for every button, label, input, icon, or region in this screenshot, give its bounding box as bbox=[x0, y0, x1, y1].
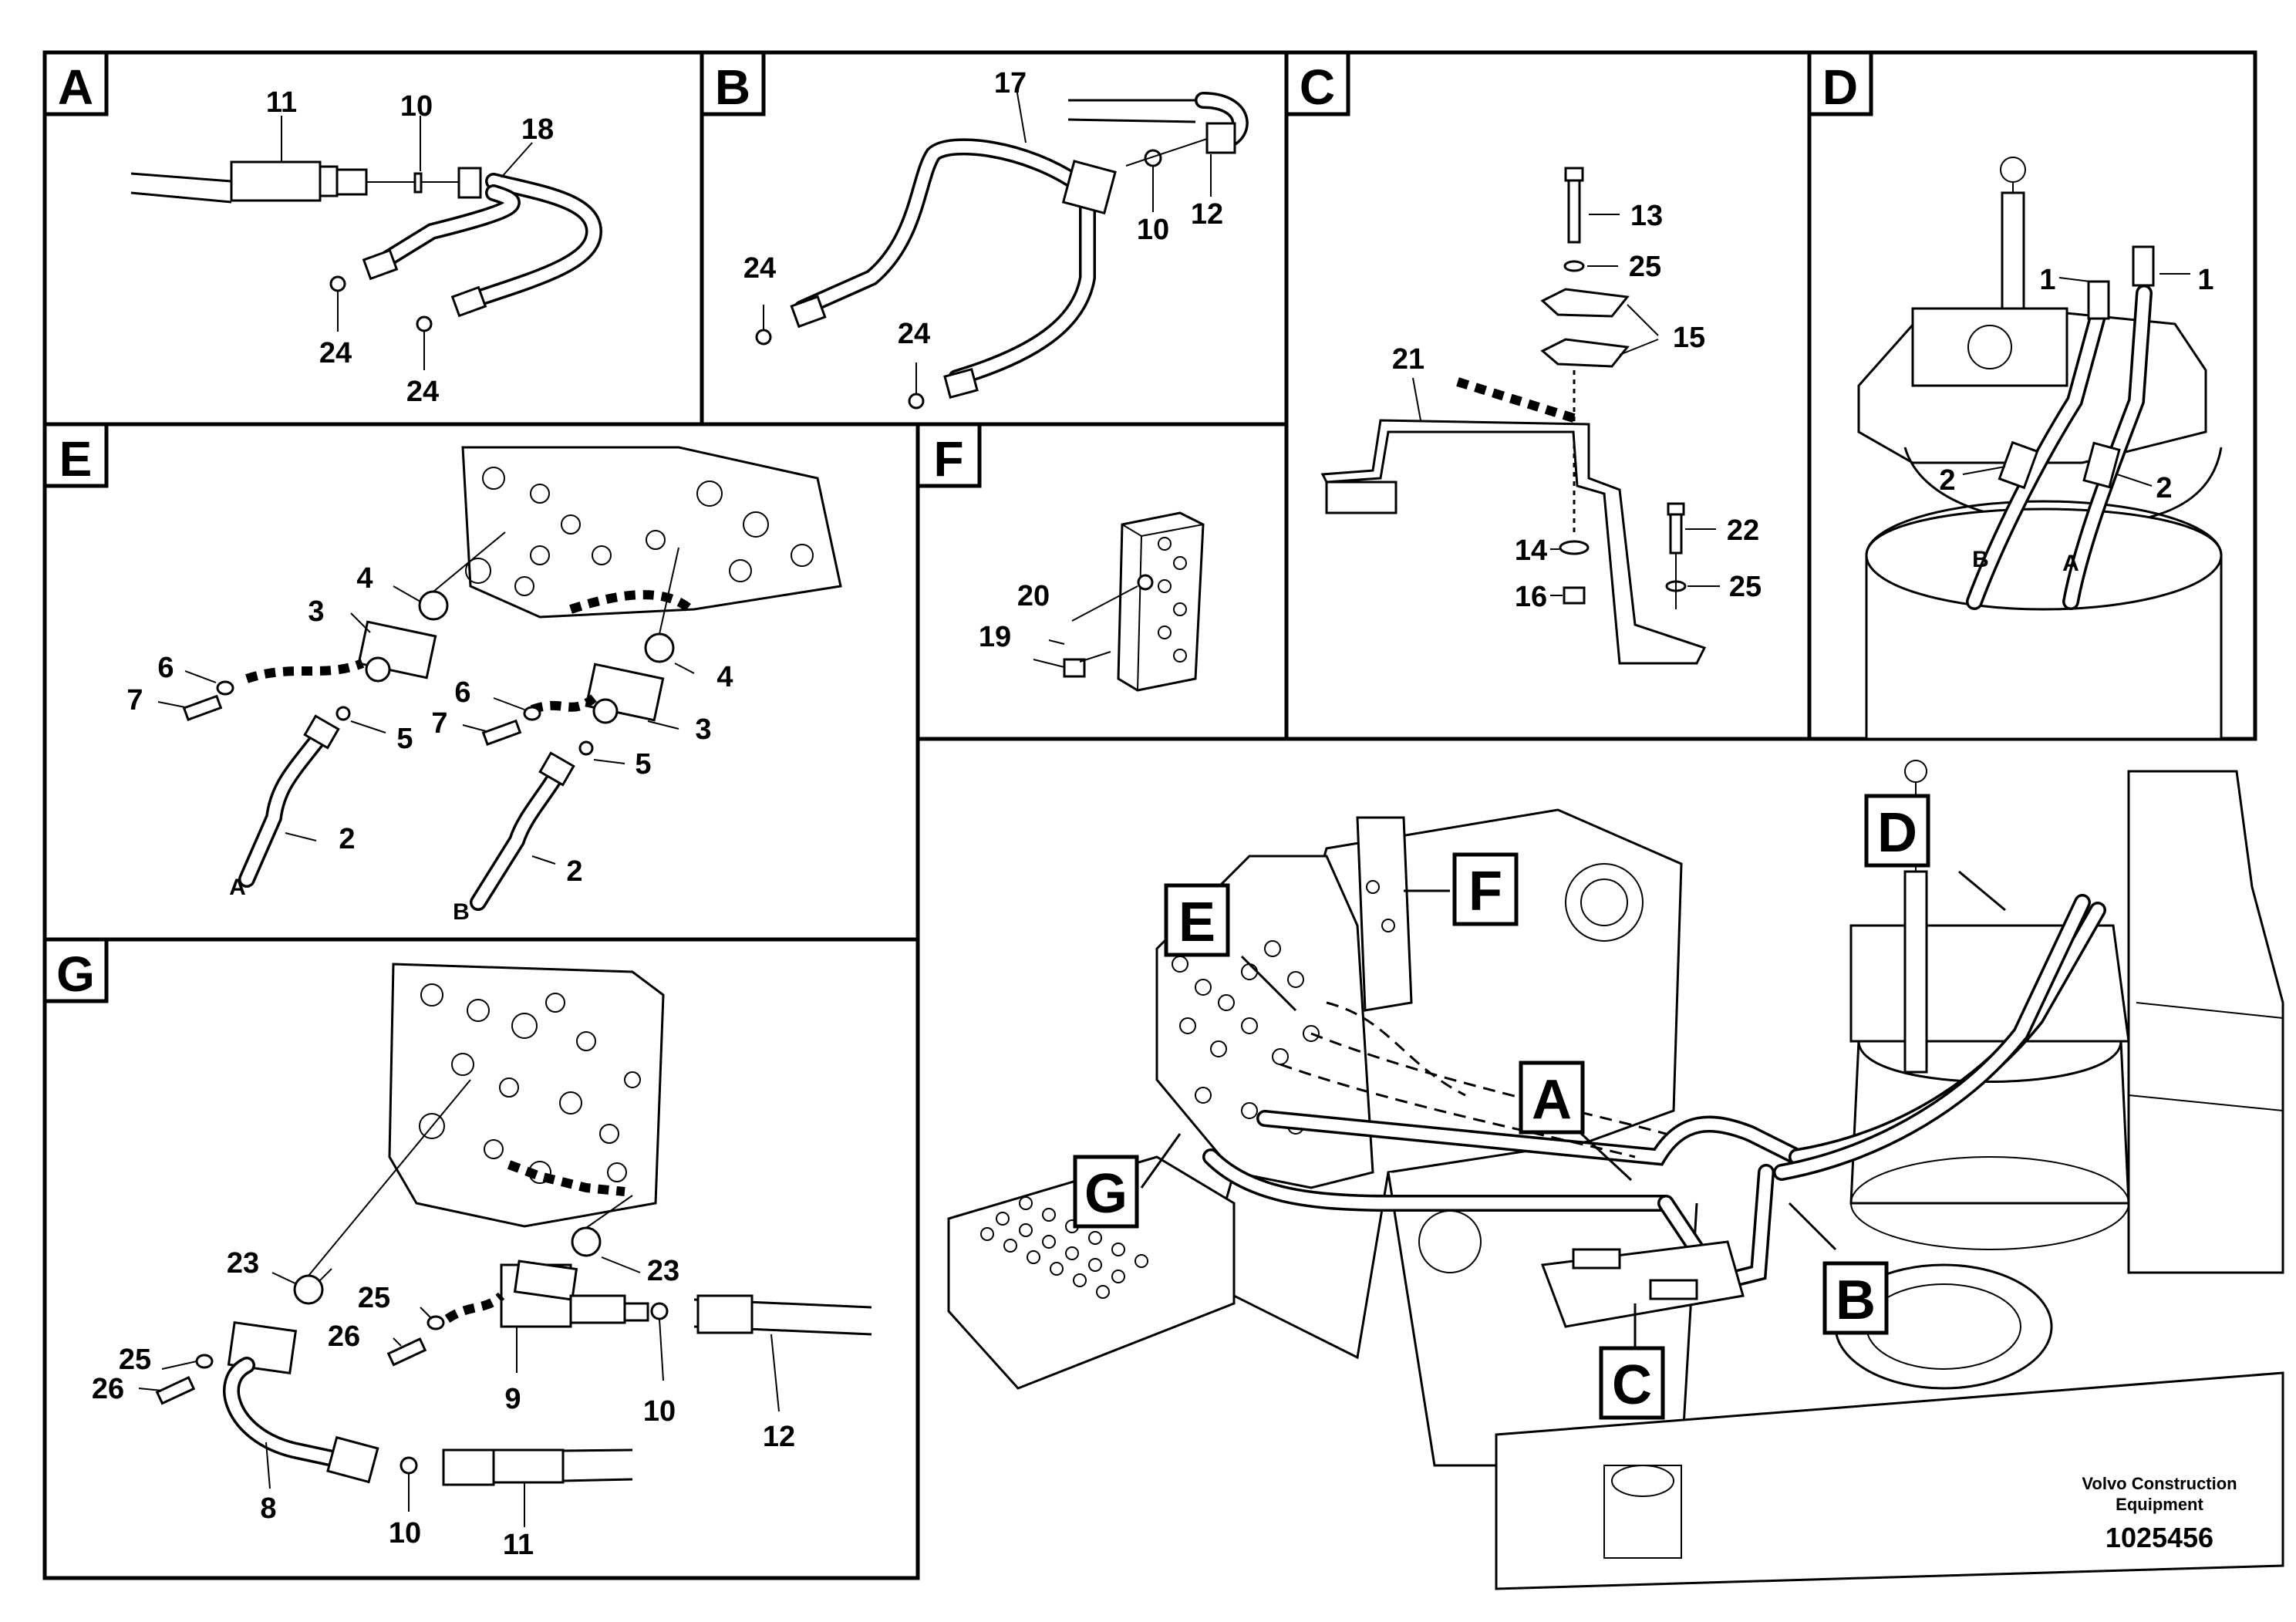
panel-e: E bbox=[42, 422, 920, 942]
label-12: 12 bbox=[763, 1421, 795, 1453]
label-13: 13 bbox=[1630, 200, 1663, 232]
callout-e-letter: E bbox=[1178, 892, 1215, 953]
panel-g: G bbox=[42, 937, 920, 1580]
panel-f: F 20 19 bbox=[915, 422, 1289, 741]
panel-e-letter: E bbox=[59, 431, 93, 487]
label-b: B bbox=[1972, 547, 1989, 572]
label-12: 12 bbox=[1191, 198, 1223, 231]
label-24: 24 bbox=[743, 252, 776, 285]
label-22: 22 bbox=[1727, 514, 1759, 547]
panel-b-letter: B bbox=[715, 59, 750, 115]
callout-g-letter: G bbox=[1084, 1163, 1128, 1225]
label-7: 7 bbox=[431, 707, 447, 740]
label-2: 2 bbox=[566, 855, 582, 888]
label-24: 24 bbox=[319, 337, 352, 369]
label-7: 7 bbox=[126, 684, 143, 717]
callout-g: G bbox=[1073, 1155, 1139, 1229]
callout-d-letter: D bbox=[1877, 802, 1917, 864]
panel-e-artwork bbox=[157, 446, 842, 911]
label-26: 26 bbox=[328, 1320, 360, 1353]
label-8: 8 bbox=[260, 1492, 276, 1525]
panel-c: C bbox=[1284, 50, 1812, 741]
callout-b: B bbox=[1822, 1261, 1889, 1335]
label-a: A bbox=[229, 875, 246, 900]
label-2: 2 bbox=[1939, 464, 1955, 497]
panel-g-letter: G bbox=[56, 946, 95, 1002]
footer: Volvo Construction Equipment 1025456 bbox=[2082, 1474, 2237, 1553]
label-1: 1 bbox=[2039, 264, 2055, 296]
label-25: 25 bbox=[119, 1344, 151, 1376]
label-19: 19 bbox=[979, 621, 1011, 653]
label-3: 3 bbox=[695, 713, 711, 746]
label-24: 24 bbox=[406, 376, 439, 408]
callout-e: E bbox=[1164, 883, 1230, 957]
label-21: 21 bbox=[1392, 343, 1424, 376]
label-2: 2 bbox=[2156, 472, 2172, 504]
label-17: 17 bbox=[994, 67, 1027, 99]
panel-c-artwork bbox=[1320, 167, 1720, 665]
label-9: 9 bbox=[504, 1383, 521, 1415]
callout-b-letter: B bbox=[1836, 1270, 1876, 1331]
manufacturer-credit: Volvo Construction bbox=[2082, 1474, 2237, 1493]
label-16: 16 bbox=[1515, 581, 1547, 613]
manufacturer-credit-line2: Equipment bbox=[2116, 1495, 2203, 1514]
callout-f: F bbox=[1452, 852, 1519, 926]
label-4: 4 bbox=[356, 562, 373, 595]
label-23: 23 bbox=[227, 1247, 259, 1280]
label-b: B bbox=[453, 899, 470, 925]
label-11: 11 bbox=[503, 1529, 534, 1561]
panel-a-artwork bbox=[130, 116, 603, 370]
panel-b: B 17 10 12 24 24 bbox=[700, 50, 1289, 427]
overview-assembly: D F E A G B C bbox=[947, 760, 2284, 1590]
panel-f-letter: F bbox=[933, 431, 963, 487]
label-2: 2 bbox=[339, 823, 355, 855]
panel-d: D 1 1 2 2 B bbox=[1807, 50, 2257, 741]
callout-a-letter: A bbox=[1532, 1069, 1572, 1131]
callout-a: A bbox=[1519, 1061, 1585, 1135]
label-23: 23 bbox=[647, 1255, 679, 1287]
label-10: 10 bbox=[389, 1517, 421, 1549]
label-a: A bbox=[2062, 551, 2079, 576]
label-25: 25 bbox=[1629, 251, 1661, 283]
label-5: 5 bbox=[635, 748, 651, 781]
label-10: 10 bbox=[643, 1395, 676, 1428]
panel-a: A 11 10 18 24 bbox=[42, 50, 704, 427]
label-15: 15 bbox=[1673, 322, 1705, 354]
label-1: 1 bbox=[2197, 264, 2213, 296]
label-24: 24 bbox=[898, 318, 930, 350]
panel-f-artwork bbox=[1033, 511, 1205, 692]
callout-c-letter: C bbox=[1612, 1354, 1652, 1416]
label-18: 18 bbox=[521, 113, 554, 146]
label-20: 20 bbox=[1017, 580, 1050, 612]
label-4: 4 bbox=[716, 661, 733, 693]
overview-artwork bbox=[947, 760, 2284, 1590]
panel-d-letter: D bbox=[1822, 59, 1858, 115]
label-6: 6 bbox=[454, 676, 470, 709]
callout-f-letter: F bbox=[1468, 861, 1502, 922]
panel-c-letter: C bbox=[1300, 59, 1335, 115]
label-25: 25 bbox=[1729, 571, 1762, 603]
label-14: 14 bbox=[1515, 534, 1547, 567]
document-number: 1025456 bbox=[2106, 1522, 2213, 1553]
label-10: 10 bbox=[400, 90, 433, 123]
label-25: 25 bbox=[358, 1282, 390, 1314]
panel-g-artwork bbox=[138, 963, 872, 1527]
panel-d-artwork bbox=[1857, 157, 2223, 740]
callout-d: D bbox=[1864, 794, 1930, 868]
label-3: 3 bbox=[308, 595, 324, 628]
label-6: 6 bbox=[157, 652, 174, 684]
label-5: 5 bbox=[396, 723, 413, 755]
label-10: 10 bbox=[1137, 214, 1169, 246]
callout-c: C bbox=[1599, 1346, 1665, 1420]
panel-b-artwork bbox=[755, 88, 1249, 410]
label-11: 11 bbox=[266, 86, 297, 119]
label-26: 26 bbox=[92, 1373, 124, 1405]
panel-a-letter: A bbox=[58, 59, 93, 115]
